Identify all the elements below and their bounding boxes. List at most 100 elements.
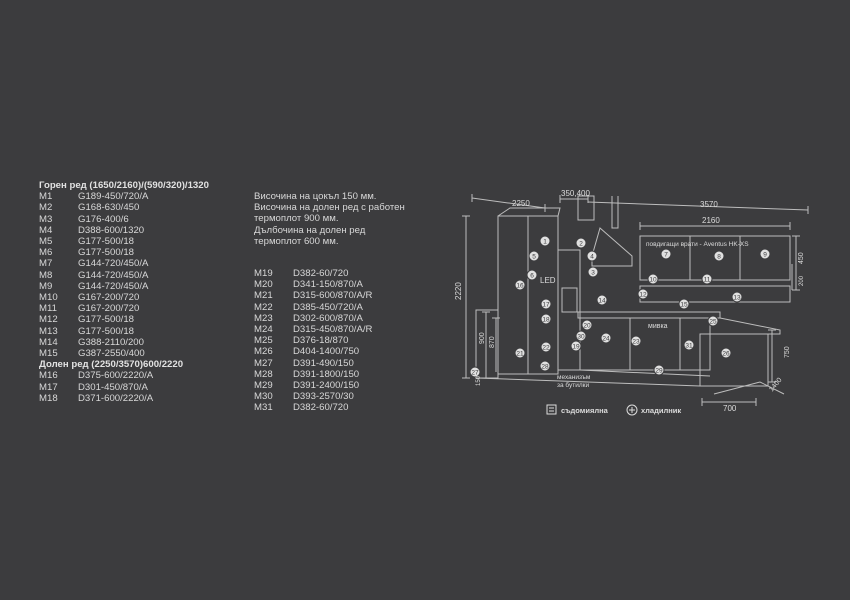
fridge-legend: хладилник [626,404,681,416]
marker-27: 27 [469,366,481,378]
marker-7: 7 [660,248,672,260]
dim-1400: 1400 [768,377,783,394]
marker-number: 20 [583,322,591,329]
note-line: термоплот 900 мм. [254,213,339,225]
fridge-legend-text: хладилник [641,406,681,415]
item-code: M1 [39,191,53,203]
marker-number: 27 [471,369,479,376]
item-code: M12 [39,314,58,326]
marker-number: 19 [572,343,580,350]
item-code: M8 [39,269,53,281]
item-value: D315-450/870/A/R [293,324,373,336]
marker-circle [469,366,481,378]
dim-2250: 2250 [512,199,530,208]
item-code: M22 [254,301,273,313]
marker-circle [701,273,713,285]
dim-line-2160 [639,222,791,230]
item-value: G189-450/720/A [78,191,149,203]
dim-870: 870 [489,336,496,348]
spec-row: M5 G177-500/18 [39,236,209,247]
item-code: M5 [39,236,53,248]
marker-number: 6 [530,272,534,279]
dishwasher-legend: съдомиялна [546,404,609,415]
hood [591,227,633,267]
marker-14: 14 [596,294,608,306]
item-code: M27 [254,357,273,369]
marker-number: 13 [733,294,741,301]
marker-9: 9 [759,248,771,260]
item-value: G388-2110/200 [78,336,144,348]
item-code: M21 [254,290,273,302]
marker-20: 20 [581,319,593,331]
dim-900: 900 [479,332,486,344]
marker-number: 29 [655,367,663,374]
marker-circle [575,330,587,342]
dim-150: 150 [476,375,482,386]
marker-circle [526,269,538,281]
marker-number: 15 [680,301,688,308]
marker-number: 4 [590,253,594,260]
spec-row: M19 D382-60/720 [254,268,372,279]
sink-label: мивка [648,323,668,330]
marker-3: 3 [587,266,599,278]
dim-350-400: 350,400 [561,189,590,198]
marker-30: 30 [575,330,587,342]
marker-28: 28 [539,360,551,372]
marker-circle [575,237,587,249]
marker-4: 4 [586,250,598,262]
item-code: M30 [254,391,273,403]
marker-13: 13 [731,291,743,303]
marker-circle [720,347,732,359]
marker-circle [587,266,599,278]
marker-18: 18 [540,313,552,325]
item-value: G177-500/18 [78,314,135,326]
item-value: D371-600/2220/A [78,392,154,404]
marker-number: 8 [717,253,721,260]
dishwasher-icon [546,404,557,415]
marker-number: 1 [543,238,547,245]
item-value: G167-200/720 [78,292,140,304]
marker-number: 3 [591,269,595,276]
marker-circle [653,364,665,376]
item-value: G177-500/18 [78,236,135,248]
note-line: Височина на цокъл 150 мм. [254,191,377,202]
item-value: G177-500/18 [78,325,135,337]
item-value: G144-720/450/A [78,280,149,292]
marker-circle [539,360,551,372]
upper-cabinets [639,235,791,281]
item-code: M28 [254,368,273,380]
mechanism-label-2: за бутилки [557,381,589,389]
item-value: D404-1400/750 [293,346,360,358]
marker-24: 24 [600,332,612,344]
item-code: M19 [254,268,273,279]
marker-number: 14 [598,297,606,304]
dim-450: 450 [798,252,805,264]
lift-doors-label: повдигащи врати - Aventus HK-XS [646,241,749,248]
item-code: M24 [254,324,273,336]
item-value: D382-60/720 [293,268,349,279]
marker-number: 2 [579,240,583,247]
notes-block: Височина на цокъл 150 мм. Височина на до… [254,191,405,247]
marker-circle [540,313,552,325]
note-line: термоплот 600 мм. [254,235,339,247]
marker-12: 12 [637,288,649,300]
marker-circle [630,335,642,347]
marker-number: 11 [704,276,711,283]
marker-16: 16 [514,279,526,291]
marker-31: 31 [683,339,695,351]
marker-8: 8 [713,250,725,262]
dim-line-750 [768,329,776,383]
marker-circle [514,279,526,291]
